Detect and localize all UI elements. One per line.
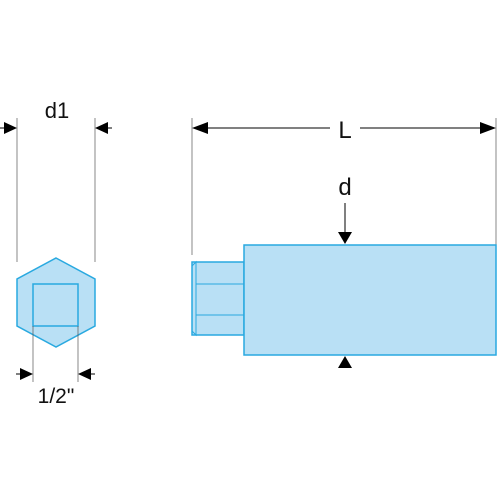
square-drive-shape bbox=[32, 283, 79, 327]
length-arrow-left-icon bbox=[192, 122, 208, 134]
length-arrow-right-icon bbox=[480, 122, 496, 134]
side-view: L d bbox=[191, 117, 497, 368]
end-view: d1 1/2" bbox=[0, 98, 112, 408]
hex-section-shape bbox=[191, 261, 245, 336]
d1-arrow-right-icon bbox=[95, 122, 108, 134]
main-body-shape bbox=[243, 244, 497, 356]
diameter-label: d bbox=[338, 174, 351, 201]
drive-arrow-right-icon bbox=[78, 368, 91, 380]
drive-arrow-left-icon bbox=[20, 368, 33, 380]
d1-label: d1 bbox=[45, 98, 69, 123]
hex-chamfer-top bbox=[191, 260, 197, 337]
d1-arrow-left-icon bbox=[4, 122, 17, 134]
diameter-arrow-top-icon bbox=[338, 232, 352, 244]
square-drive-label: 1/2" bbox=[38, 385, 75, 408]
diameter-arrow-bottom-icon bbox=[338, 356, 352, 368]
length-label: L bbox=[338, 117, 351, 144]
